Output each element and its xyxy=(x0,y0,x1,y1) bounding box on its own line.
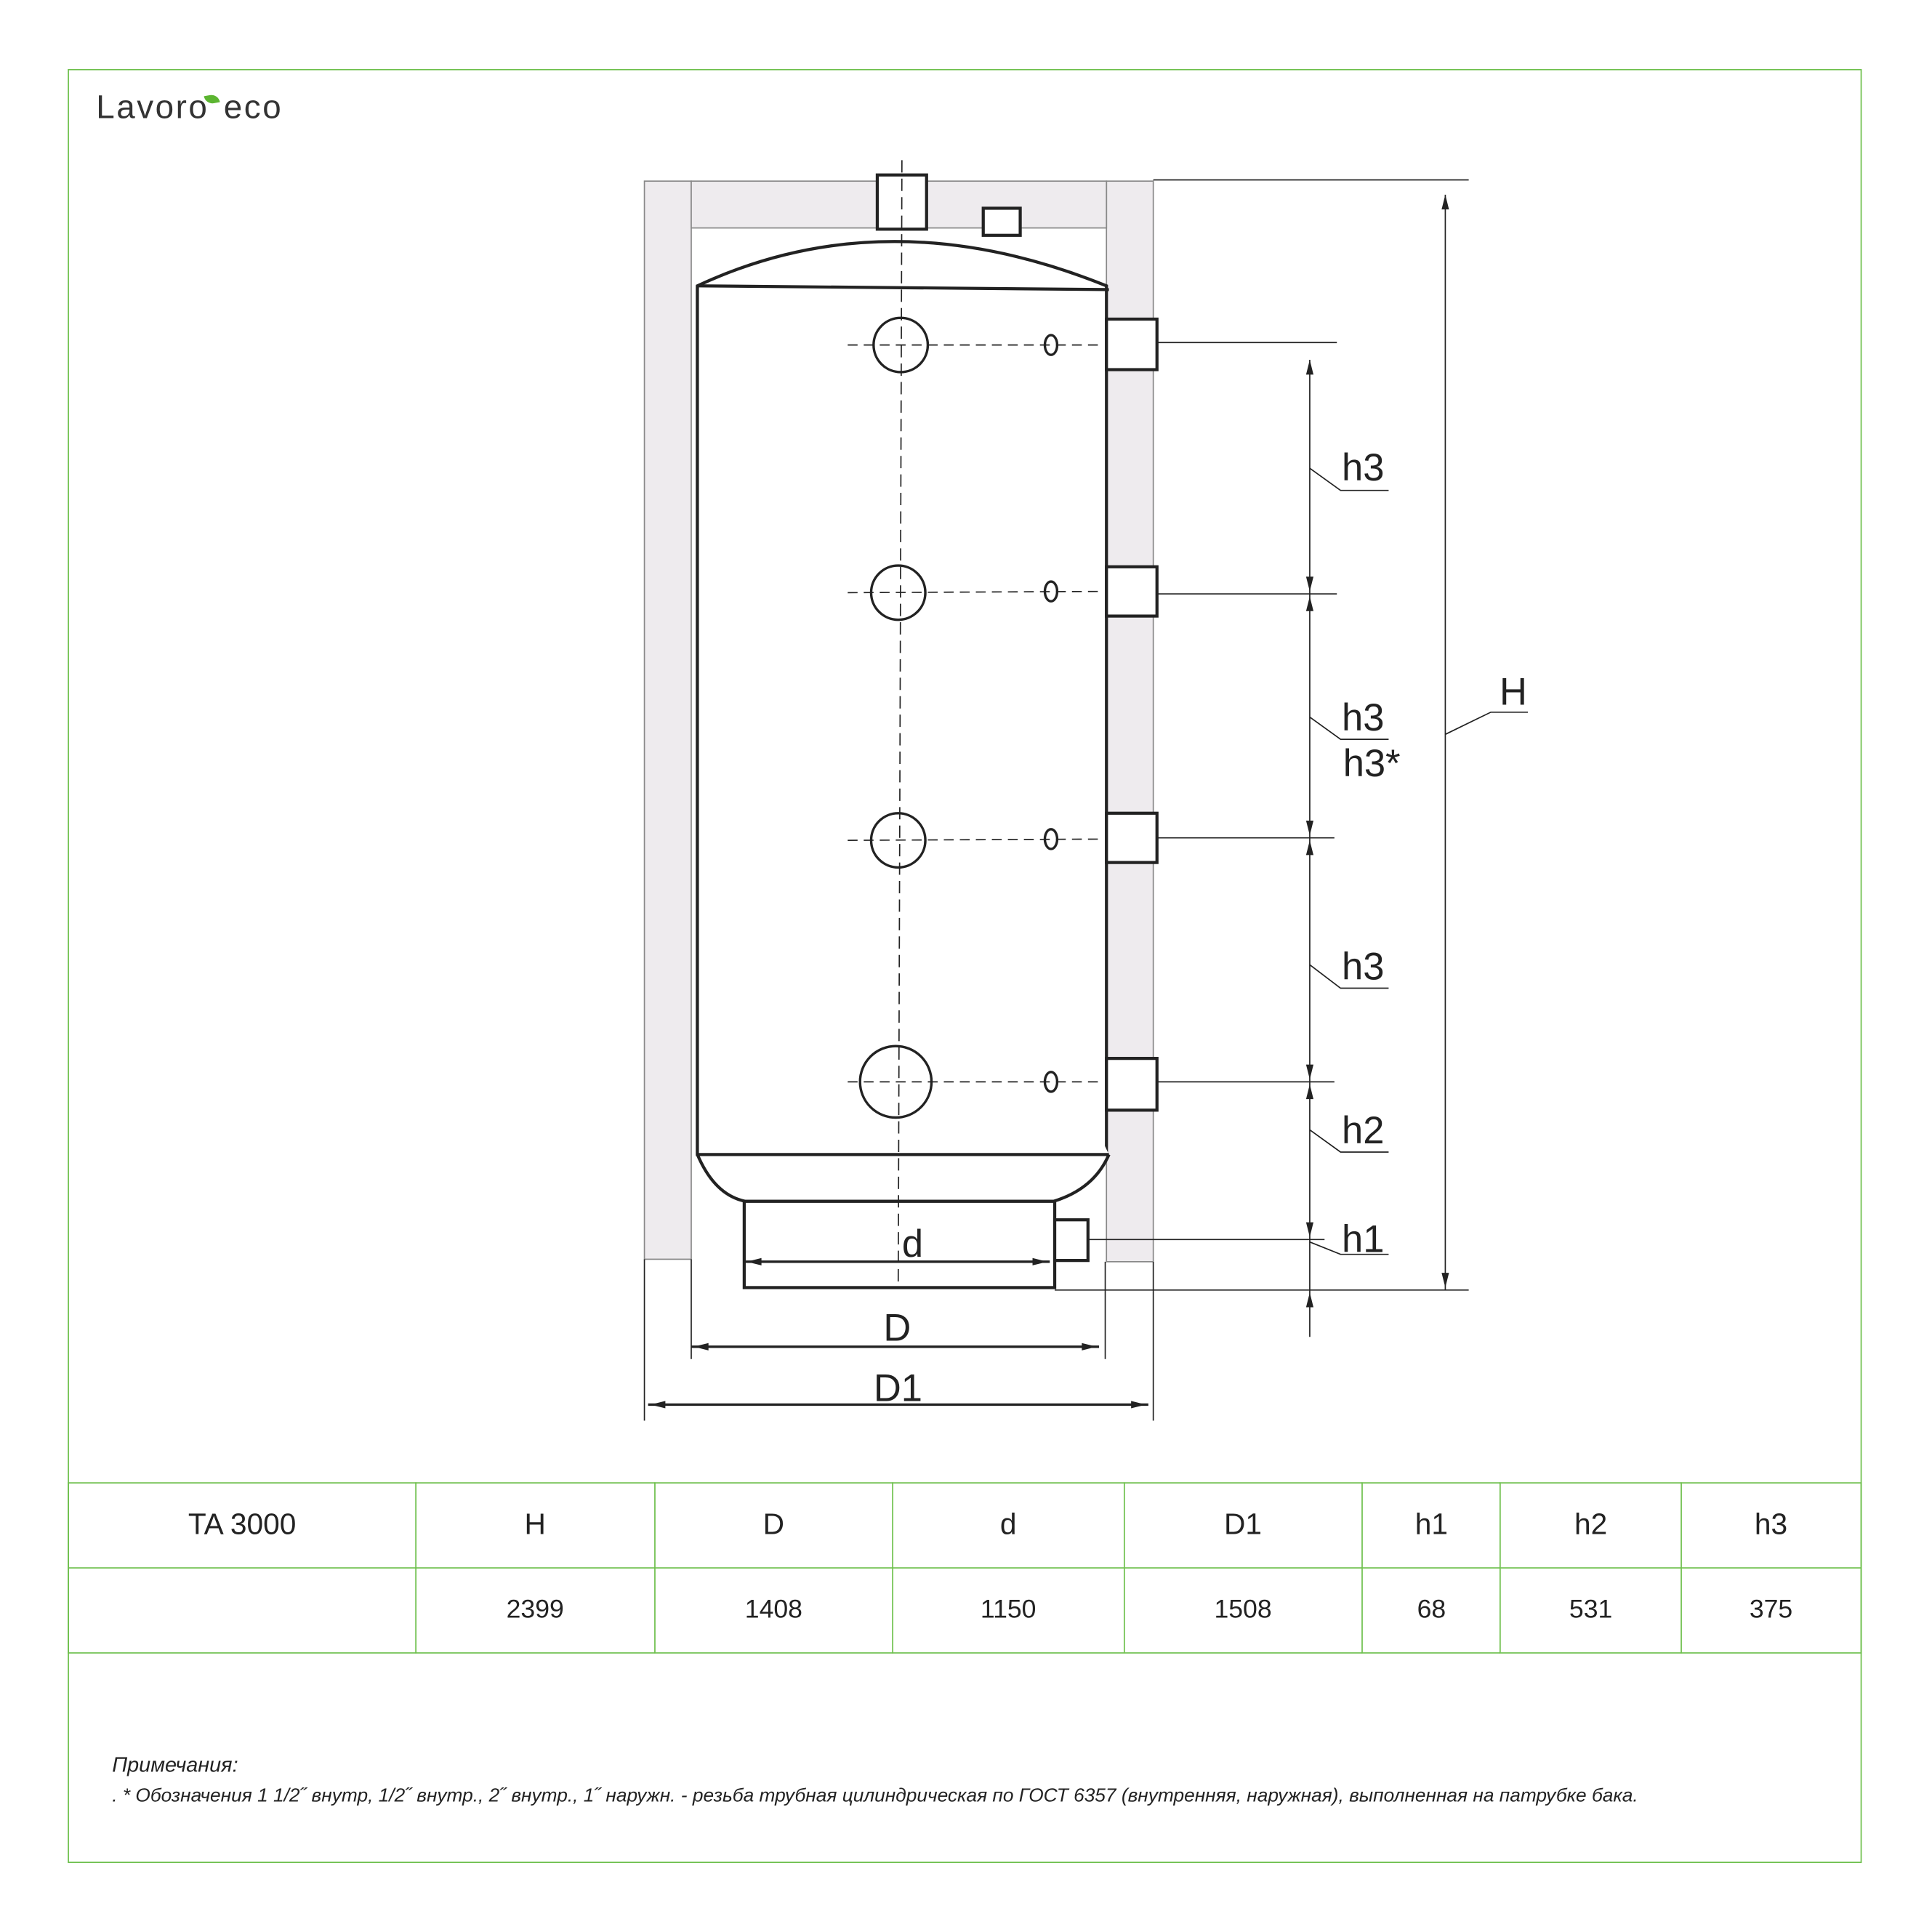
dimensions-table: TA 3000 H D d D1 h1 h2 h3 2399 1408 1150… xyxy=(68,1482,1862,1654)
value-D: 1408 xyxy=(653,1567,894,1654)
label-h3: h3 xyxy=(1342,446,1384,489)
label-h3-star: h3* xyxy=(1343,742,1401,785)
empty-cell xyxy=(68,1567,416,1654)
value-h2: 531 xyxy=(1500,1567,1682,1654)
header-h2: h2 xyxy=(1500,1482,1682,1569)
label-d: d xyxy=(902,1223,923,1265)
label-D: D xyxy=(883,1306,911,1349)
logo-text-eco: eco xyxy=(223,89,283,126)
table-header-row: TA 3000 H D d D1 h1 h2 h3 xyxy=(68,1482,1862,1569)
notes-text: . * Обозначения 1 1/2˝ внутр, 1/2˝ внутр… xyxy=(112,1785,1638,1807)
header-d: d xyxy=(892,1482,1124,1569)
label-H: H xyxy=(1500,671,1527,714)
label-D1: D1 xyxy=(874,1367,922,1409)
logo: Lavoro eco xyxy=(96,89,283,127)
label-h3: h3 xyxy=(1342,946,1384,989)
tank-diagram: h3 h3 h3* h3 h2 h1 H d D D1 xyxy=(643,160,1528,1421)
header-h1: h1 xyxy=(1361,1482,1502,1569)
logo-text: Lavoro xyxy=(96,89,209,126)
value-D1: 1508 xyxy=(1123,1567,1363,1654)
label-h2: h2 xyxy=(1342,1109,1384,1152)
label-h1: h1 xyxy=(1342,1217,1384,1260)
header-h3: h3 xyxy=(1680,1482,1862,1569)
model-name: TA 3000 xyxy=(68,1482,416,1569)
header-H: H xyxy=(415,1482,656,1569)
label-h3: h3 xyxy=(1342,696,1384,739)
value-H: 2399 xyxy=(415,1567,656,1654)
sheet-frame xyxy=(68,68,1862,1864)
notes: Примечания: . * Обозначения 1 1/2˝ внутр… xyxy=(112,1753,1638,1808)
notes-title: Примечания: xyxy=(112,1753,238,1777)
value-h3: 375 xyxy=(1680,1567,1862,1654)
header-D: D xyxy=(653,1482,894,1569)
tank-body xyxy=(696,173,1111,1289)
value-d: 1150 xyxy=(892,1567,1124,1654)
value-h1: 68 xyxy=(1361,1567,1502,1654)
header-D1: D1 xyxy=(1123,1482,1363,1569)
table-row: 2399 1408 1150 1508 68 531 375 xyxy=(68,1567,1862,1654)
